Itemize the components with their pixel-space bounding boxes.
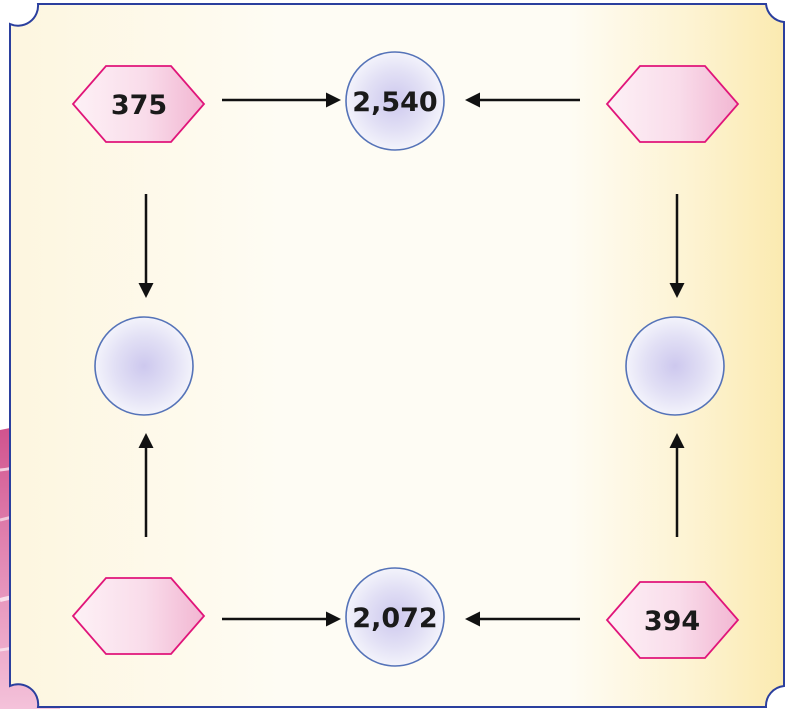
circle-top-center: 2,540 <box>345 51 445 151</box>
diagram-panel <box>9 3 785 708</box>
hexagon-top-left-value: 375 <box>111 90 167 121</box>
circle-middle-left <box>94 316 194 416</box>
hexagon-bottom-right: 394 <box>605 581 740 659</box>
hexagon-top-left: 375 <box>71 65 206 143</box>
arrows <box>138 92 685 627</box>
circle-bottom-center-value: 2,072 <box>352 603 437 634</box>
hexagon-bottom-right-value: 394 <box>644 606 700 637</box>
circle-middle-right <box>625 316 725 416</box>
hexagon-top-right <box>605 65 740 143</box>
hexagon-bottom-left <box>71 577 206 655</box>
circle-top-center-value: 2,540 <box>352 87 437 118</box>
circle-bottom-center: 2,072 <box>345 567 445 667</box>
